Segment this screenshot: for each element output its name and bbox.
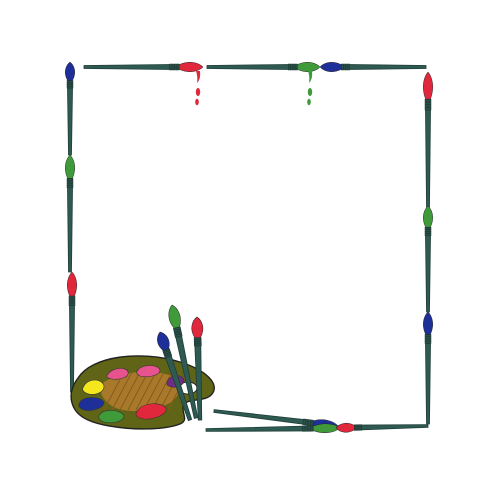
paint-drip-icon xyxy=(307,71,313,106)
paintbrush-icon xyxy=(191,316,204,421)
paint-drip-layer xyxy=(195,71,313,106)
paint-blob xyxy=(106,368,129,380)
paintbrush-icon xyxy=(206,62,321,72)
paintbrush-icon xyxy=(83,62,204,72)
paintbrush-icon xyxy=(423,71,433,209)
paintbrush-icon xyxy=(67,271,77,393)
paint-blob xyxy=(78,397,105,411)
paint-blob xyxy=(98,410,125,424)
paintbrush-icon xyxy=(205,423,341,433)
paintbrush-icon xyxy=(65,154,75,273)
paint-blob xyxy=(82,379,105,395)
palette-brush-bundle xyxy=(157,304,204,422)
paintbrush-icon xyxy=(319,62,427,72)
paintbrush-icon xyxy=(157,331,193,422)
brush-layer xyxy=(65,61,433,433)
paint-blob xyxy=(136,365,161,378)
paint-blob xyxy=(135,403,167,420)
paintbrush-icon xyxy=(423,205,433,313)
paintbrush-icon xyxy=(423,311,433,425)
paintbrush-icon xyxy=(168,304,199,419)
paintbrush-icon xyxy=(65,61,75,156)
paint-drip-icon xyxy=(195,71,201,106)
paintbrush-icon xyxy=(335,423,429,433)
